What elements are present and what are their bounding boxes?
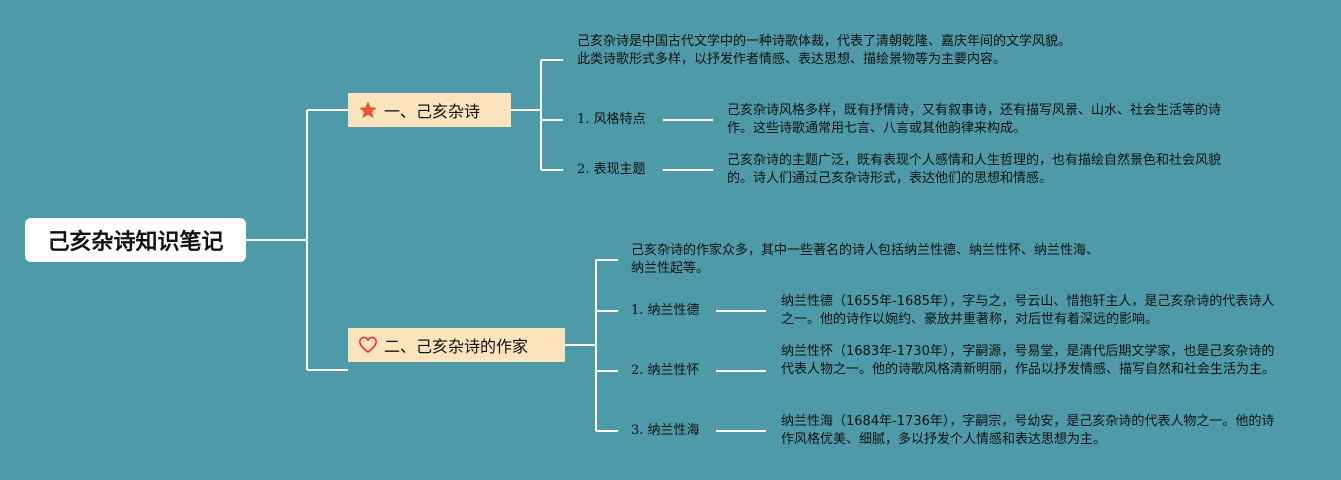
b2-item-2-label[interactable]: 2. 纳兰性怀	[631, 363, 700, 378]
b2-item-1-text: 纳兰性德（1655年-1685年），字与之，号云山、惜抱轩主人，是己亥杂诗的代表…	[781, 294, 1275, 327]
star-icon	[358, 100, 378, 120]
connector-branch-1	[511, 59, 563, 171]
root-node[interactable]: 己亥杂诗知识笔记	[25, 218, 246, 262]
root-title: 己亥杂诗知识笔记	[47, 230, 224, 255]
b2-item-3-text: 纳兰性海（1684年-1736年），字嗣宗，号幼安，是己亥杂诗的代表人物之一。他…	[781, 414, 1275, 447]
b1-item-1-text: 己亥杂诗风格多样，既有抒情诗，又有叙事诗，还有描写风景、山水、社会生活等的诗作。…	[727, 103, 1222, 136]
branch-label: 一、己亥杂诗	[384, 102, 481, 121]
heart-icon	[358, 335, 378, 355]
b1-item-2-text: 己亥杂诗的主题广泛，既有表现个人感情和人生哲理的，也有描绘自然景色和社会风貌的。…	[727, 153, 1222, 186]
branch-node-2[interactable]: 二、己亥杂诗的作家	[348, 328, 565, 362]
branch-1-intro: 己亥杂诗是中国古代文学中的一种诗歌体裁，代表了清朝乾隆、嘉庆年间的文学风貌。此类…	[577, 34, 1072, 67]
b1-item-1-label[interactable]: 1. 风格特点	[577, 112, 646, 127]
branch-node-1[interactable]: 一、己亥杂诗	[348, 93, 511, 127]
b1-item-2-label[interactable]: 2. 表现主题	[577, 162, 646, 177]
branch-label: 二、己亥杂诗的作家	[384, 337, 529, 356]
b2-item-3-label[interactable]: 3. 纳兰性海	[631, 423, 700, 438]
connector-branch-2	[565, 259, 618, 432]
b2-item-2-text: 纳兰性怀（1683年-1730年），字嗣源，号易堂，是清代后期文学家，也是己亥杂…	[781, 344, 1276, 377]
b2-item-1-label[interactable]: 1. 纳兰性德	[631, 303, 700, 318]
branch-2-intro: 己亥杂诗的作家众多，其中一些著名的诗人包括纳兰性德、纳兰性怀、纳兰性海、纳兰性起…	[631, 243, 1100, 276]
connector-root	[246, 109, 348, 371]
